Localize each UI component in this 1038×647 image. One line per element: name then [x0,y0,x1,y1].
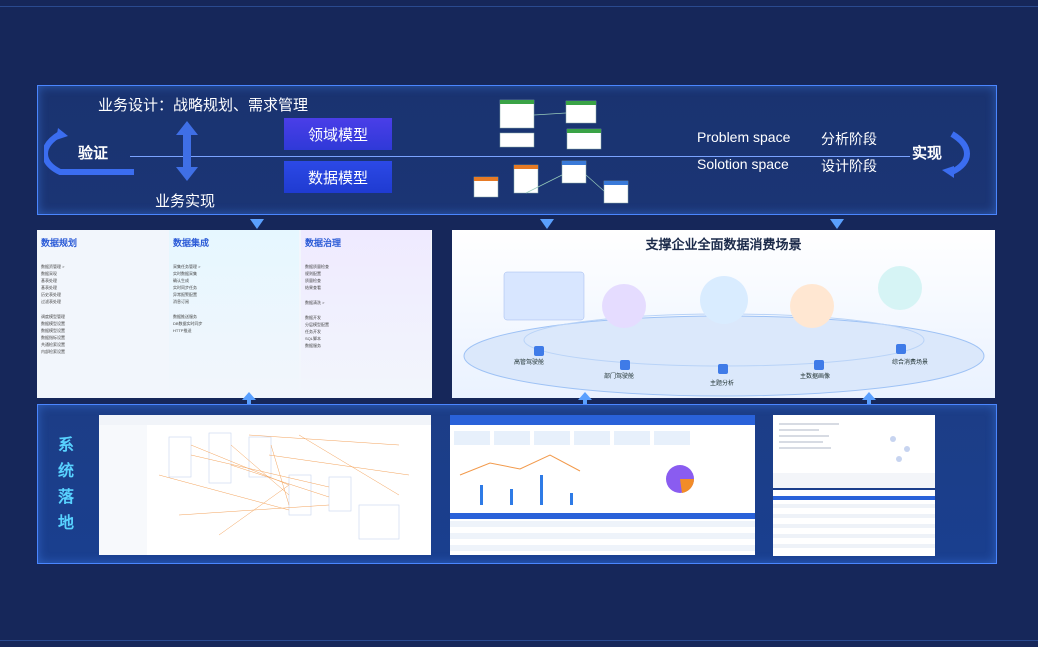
solution-space-text: Solotion space [697,156,789,172]
space-divider [130,156,910,157]
list-item: 过滤表处理 [41,299,61,304]
scene-label: 部门驾驶舱 [604,374,635,380]
lineage-graph-graphic [99,415,431,555]
list-item: SQL脚本 [305,336,322,341]
realize-cycle-icon [942,131,970,178]
column-data-governance: 数据治理 数据质量检查 规则配置 质量检查 结果查看 数据清洗 > 数据开发 分… [301,230,431,398]
list-item: 分层模型配置 [305,322,329,327]
list-item: 内部检索设置 [41,349,65,354]
list-item: 数据推送服务 [173,314,197,319]
form-graphic [773,423,935,488]
column-data-integration: 数据集成 采集任务管理 > 实时数据采集 确认生成 实时同步任务 异常报警配置 … [169,230,299,398]
table-screenshot [773,490,935,556]
list-item: 数据模型设置 [41,321,65,326]
scene-label: 主数据画像 [800,374,831,380]
verify-label: 验证 [78,145,109,162]
column-title: 数据规划 [41,238,78,248]
verify-cycle-icon [44,128,134,175]
problem-space-text: Problem space [697,129,791,145]
consumption-scene-graphic [463,266,985,397]
list-item: 基表处理 [41,285,57,290]
form-screenshot [773,415,935,488]
list-item: 实时同步任务 [173,285,197,290]
business-design-text: 业务设计：战略规划、需求管理 [98,97,309,114]
list-item: 数据开发 [305,315,321,320]
table-graphic [773,496,935,548]
up-down-arrow-icon [176,121,198,181]
column-data-planning: 数据规划 数据资管理 > 数据采现 基表处理 基表处理 历史表处理 过滤表处理 … [37,230,167,398]
system-landing-label: 系统落地 [57,437,74,532]
list-item: HTTP推送 [173,328,192,333]
list-item: 数据质量检查 [305,264,329,269]
list-item: 采集任务管理 > [173,264,201,269]
list-item: 规则配置 [305,271,321,276]
analysis-stage-text: 分析阶段 [821,131,877,147]
chevron-down-icon [830,219,844,229]
lineage-screenshot [99,415,431,555]
column-title: 数据集成 [173,238,210,248]
list-item: 结果查看 [305,285,321,290]
list-item: 数据资管理 > [41,264,65,269]
list-item: 实时数据采集 [173,271,197,276]
list-item: 数据服务 [305,343,321,348]
list-item: 确认生成 [173,278,189,283]
domain-model-box: 领域模型 [284,118,392,150]
scene-label: 高管驾驶舱 [514,360,545,366]
dashboard-graphic [450,415,755,551]
er-diagram-graphic [473,99,629,204]
list-item: 数据清洗 > [305,300,325,305]
scene-label: 综合消费场景 [892,360,929,366]
design-stage-text: 设计阶段 [821,158,877,174]
realize-label: 实现 [912,145,943,162]
consumption-title: 支撑企业全面数据消费场景 [645,237,802,252]
list-item: 共通检索设置 [41,342,65,347]
list-item: 任务开发 [305,329,321,334]
dashboard-screenshot [450,415,755,555]
top-rule [0,6,1038,7]
list-item: 异常报警配置 [173,292,197,297]
list-item: DB数据实时同步 [173,321,203,326]
list-item: 质量检查 [305,278,321,283]
list-item: 调度模型管理 [41,314,65,319]
data-model-box: 数据模型 [284,161,392,193]
list-item: 历史表处理 [41,292,61,297]
chevron-down-icon [540,219,554,229]
list-item: 数据采现 [41,271,57,276]
bottom-rule [0,640,1038,641]
business-impl-text: 业务实现 [155,193,216,210]
data-platform-card: 数据规划 数据资管理 > 数据采现 基表处理 基表处理 历史表处理 过滤表处理 … [37,230,432,398]
list-item: 基表处理 [41,278,57,283]
list-item: 消息订阅 [173,299,189,304]
data-consumption-card: 支撑企业全面数据消费场景 高管驾驶舱 部门驾驶舱 主题分析 主数据画像 综合消费… [452,230,995,398]
scene-label: 主题分析 [710,381,735,387]
list-item: 数据模型设置 [41,328,65,333]
column-title: 数据治理 [305,238,342,248]
chevron-down-icon [250,219,264,229]
list-item: 数据指标设置 [41,335,65,340]
